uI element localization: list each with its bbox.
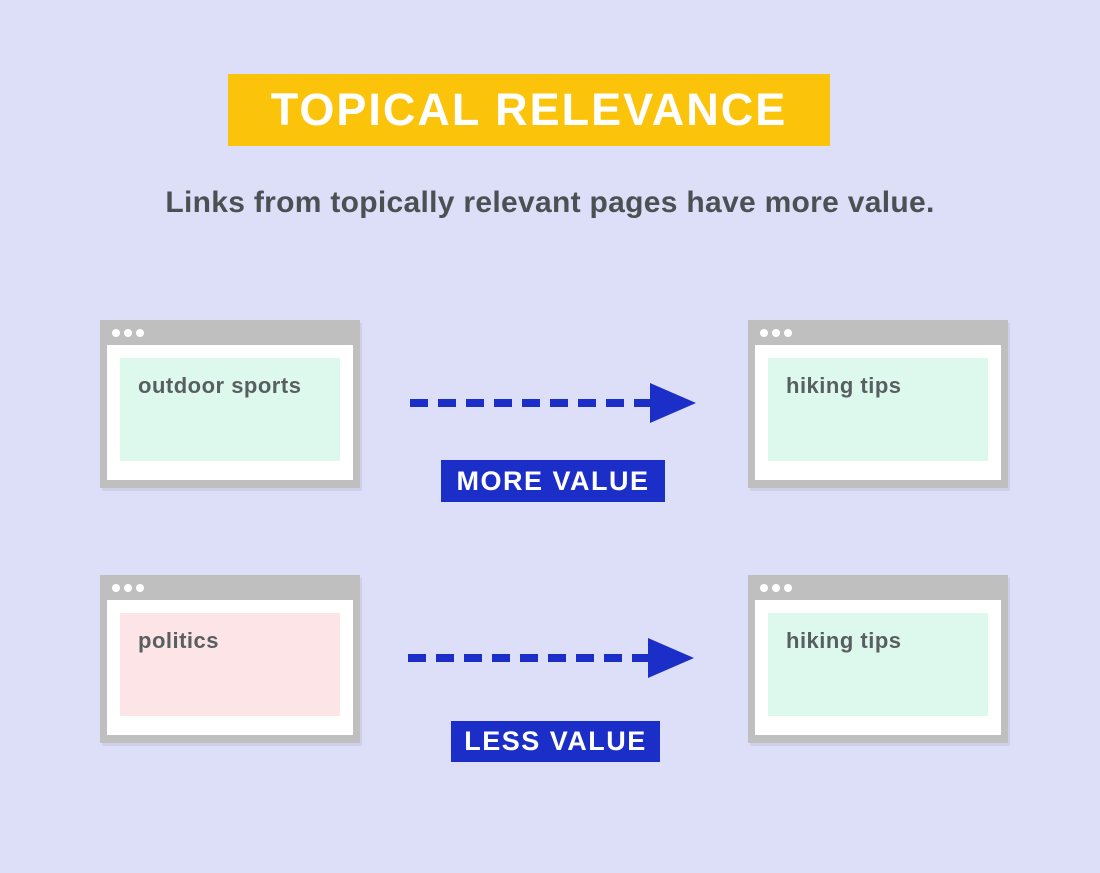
more-value-badge: MORE VALUE bbox=[441, 460, 665, 502]
title-banner: TOPICAL RELEVANCE bbox=[228, 74, 830, 146]
window-control-dot-icon bbox=[772, 328, 780, 337]
window-control-dot-icon bbox=[112, 583, 120, 592]
window-titlebar bbox=[748, 575, 1008, 600]
page-topic-label: politics bbox=[138, 628, 220, 653]
window-titlebar bbox=[100, 575, 360, 600]
arrow-dashes bbox=[408, 654, 650, 662]
window-control-dot-icon bbox=[124, 328, 132, 337]
window-body: politics bbox=[107, 600, 353, 735]
arrow-head-icon bbox=[648, 638, 694, 678]
arrow-dashes bbox=[410, 399, 652, 407]
page-topic-label: outdoor sports bbox=[138, 373, 302, 398]
content-panel: outdoor sports bbox=[120, 358, 340, 461]
page-title: TOPICAL RELEVANCE bbox=[270, 84, 788, 135]
dashed-arrow-icon bbox=[408, 638, 708, 678]
dashed-arrow-icon bbox=[410, 383, 710, 423]
window-control-dot-icon bbox=[136, 328, 144, 337]
window-titlebar bbox=[748, 320, 1008, 345]
browser-window-hiking-tips-bottom: hiking tips bbox=[748, 575, 1008, 743]
window-control-dot-icon bbox=[772, 583, 780, 592]
window-control-dot-icon bbox=[112, 328, 120, 337]
window-control-dot-icon bbox=[784, 328, 792, 337]
content-panel: politics bbox=[120, 613, 340, 716]
window-titlebar bbox=[100, 320, 360, 345]
browser-window-politics: politics bbox=[100, 575, 360, 743]
content-panel: hiking tips bbox=[768, 613, 988, 716]
window-control-dot-icon bbox=[136, 583, 144, 592]
window-body: hiking tips bbox=[755, 600, 1001, 735]
subtitle-text: Links from topically relevant pages have… bbox=[165, 186, 935, 219]
window-body: outdoor sports bbox=[107, 345, 353, 480]
arrow-head-icon bbox=[650, 383, 696, 423]
page-topic-label: hiking tips bbox=[786, 628, 902, 653]
window-control-dot-icon bbox=[784, 583, 792, 592]
browser-window-hiking-tips-top: hiking tips bbox=[748, 320, 1008, 488]
window-body: hiking tips bbox=[755, 345, 1001, 480]
window-control-dot-icon bbox=[760, 583, 768, 592]
window-control-dot-icon bbox=[760, 328, 768, 337]
window-control-dot-icon bbox=[124, 583, 132, 592]
content-panel: hiking tips bbox=[768, 358, 988, 461]
less-value-badge: LESS VALUE bbox=[451, 721, 660, 762]
browser-window-outdoor-sports: outdoor sports bbox=[100, 320, 360, 488]
page-topic-label: hiking tips bbox=[786, 373, 902, 398]
